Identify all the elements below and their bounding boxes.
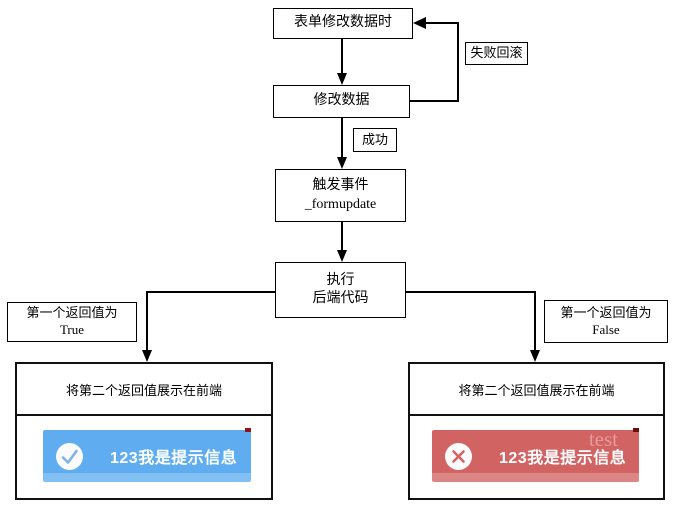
toast-success-message: 123我是提示信息: [110, 450, 238, 467]
branch-label-true-line2: True: [59, 322, 85, 337]
toast-corner-artifact: [633, 428, 639, 432]
result-header-right: 将第二个返回值展示在前端: [410, 364, 663, 416]
result-header-left-text: 将第二个返回值展示在前端: [65, 382, 222, 398]
toast-progress-strip: [432, 473, 639, 482]
node-trigger-event: 触发事件 _formupdate: [275, 169, 406, 222]
branch-label-false-line2: False: [592, 321, 620, 337]
arrowhead-down-icon: [337, 157, 347, 169]
branch-label-false-line1: 第一个返回值为: [560, 304, 652, 320]
arrowhead-down-icon: [530, 350, 540, 362]
node-trigger-event-line2: _formupdate: [304, 196, 377, 212]
result-box-false-path: 将第二个返回值展示在前端 123我是提示信息 test: [408, 362, 665, 500]
toast-error: 123我是提示信息 test: [432, 428, 639, 482]
arrowhead-down-icon: [337, 73, 347, 85]
node-form-update-label: 表单修改数据时: [294, 15, 392, 31]
toast-success: 123我是提示信息: [43, 428, 251, 482]
node-execute-backend-line1: 执行: [326, 272, 355, 288]
toast-error-message: 123我是提示信息: [499, 450, 627, 467]
result-box-true-path: 将第二个返回值展示在前端 123我是提示信息: [15, 362, 273, 500]
node-form-update: 表单修改数据时: [273, 8, 413, 39]
arrowhead-down-icon: [337, 250, 347, 262]
branch-label-false: 第一个返回值为 False: [544, 300, 668, 343]
edge-label-fail-rollback: 失败回滚: [465, 42, 528, 65]
toast-corner-artifact: [245, 428, 251, 432]
arrowhead-down-icon: [142, 350, 152, 362]
node-modify-data-label: 修改数据: [313, 93, 370, 109]
edge-label-fail-rollback-text: 失败回滚: [470, 45, 523, 61]
node-execute-backend: 执行 后端代码: [275, 262, 406, 318]
edge-label-success: 成功: [353, 128, 397, 152]
node-execute-backend-line2: 后端代码: [312, 291, 369, 306]
toast-progress-strip: [43, 473, 251, 482]
edge-label-success-text: 成功: [361, 131, 388, 147]
node-modify-data: 修改数据: [273, 85, 410, 118]
branch-label-true-line1: 第一个返回值为: [26, 305, 118, 321]
result-header-left: 将第二个返回值展示在前端: [17, 364, 271, 416]
check-icon: [56, 442, 83, 470]
close-icon: [445, 442, 472, 470]
node-trigger-event-line1: 触发事件: [312, 178, 369, 194]
branch-label-true: 第一个返回值为 True: [7, 302, 137, 342]
result-header-right-text: 将第二个返回值展示在前端: [458, 382, 615, 398]
arrowhead-left-icon: [413, 17, 426, 29]
